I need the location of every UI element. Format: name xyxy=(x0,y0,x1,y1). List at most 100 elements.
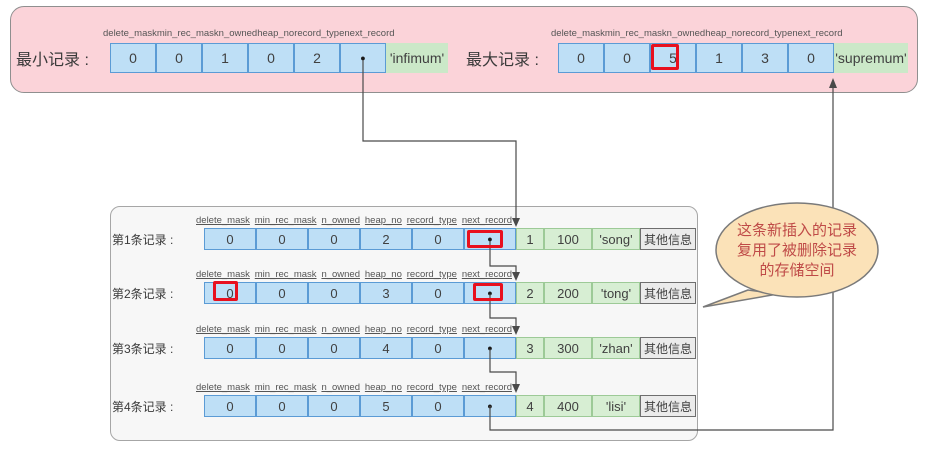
field-header: n_owned xyxy=(321,269,360,280)
record-cell: 0 xyxy=(308,228,360,250)
field-header: record_type xyxy=(406,215,457,226)
min-record-cell: 0 xyxy=(110,43,156,73)
field-header: delete_mask xyxy=(196,324,250,335)
record-2-label: 第2条记录 : xyxy=(112,286,174,301)
field-header: delete_mask xyxy=(196,382,250,393)
record-value-cell: 100 xyxy=(544,228,592,250)
record-other-info-cell: 其他信息 xyxy=(640,337,696,359)
record-cell: 0 xyxy=(308,337,360,359)
record-4-label: 第4条记录 : xyxy=(112,399,174,414)
record-cell: 0 xyxy=(256,282,308,304)
record-name-cell: 'lisi' xyxy=(592,395,640,417)
highlight-record1-next-record xyxy=(467,230,503,248)
bubble-line: 的存储空间 xyxy=(759,262,835,279)
record-name-cell: 'tong' xyxy=(592,282,640,304)
max-record-field-headers: delete_mask min_rec_mask n_owned heap_no… xyxy=(551,28,843,39)
highlight-record2-delete-mask xyxy=(213,281,238,301)
max-record-cell-n-owned: 5 xyxy=(650,43,696,73)
record-id-cell: 1 xyxy=(516,228,544,250)
highlight-supremum-n-owned xyxy=(651,44,679,70)
field-header: next_record xyxy=(461,324,512,335)
record-3-field-headers: delete_mask min_rec_mask n_owned heap_no… xyxy=(196,324,512,335)
speech-bubble-text: 这条新插入的记录 复用了被删除记录 的存储空间 xyxy=(712,221,882,281)
record-next-pointer-dot: ● xyxy=(464,337,516,359)
record-cell: 5 xyxy=(360,395,412,417)
max-record-cell: 0 xyxy=(604,43,650,73)
record-3-label: 第3条记录 : xyxy=(112,341,174,356)
max-record-cell: 3 xyxy=(742,43,788,73)
record-other-info-cell: 其他信息 xyxy=(640,395,696,417)
field-header: n_owned xyxy=(321,382,360,393)
field-header: heap_no xyxy=(705,28,743,39)
record-cell: 0 xyxy=(204,395,256,417)
record-value-cell: 200 xyxy=(544,282,592,304)
field-header: heap_no xyxy=(364,382,402,393)
min-record-field-headers: delete_mask min_rec_mask n_owned heap_no… xyxy=(103,28,395,39)
field-header: next_record xyxy=(461,269,512,280)
highlight-record2-next-record xyxy=(473,283,503,301)
record-cell: 0 xyxy=(204,337,256,359)
field-header: min_rec_mask xyxy=(156,28,219,39)
record-next-pointer-dot: ● xyxy=(464,395,516,417)
field-header: min_rec_mask xyxy=(254,324,317,335)
record-cell: 0 xyxy=(256,228,308,250)
field-header: delete_mask xyxy=(196,215,250,226)
max-record-cell: 0 xyxy=(558,43,604,73)
record-cell: 0 xyxy=(412,337,464,359)
supremum-cell: 'supremum' xyxy=(834,43,908,73)
infimum-cell: 'infimum' xyxy=(386,43,448,73)
min-record-cell: 1 xyxy=(202,43,248,73)
record-cell: 0 xyxy=(308,395,360,417)
min-record-cell: 2 xyxy=(294,43,340,73)
field-header: min_rec_mask xyxy=(254,269,317,280)
record-2-field-headers: delete_mask min_rec_mask n_owned heap_no… xyxy=(196,269,512,280)
field-header: heap_no xyxy=(364,324,402,335)
max-record-cell: 0 xyxy=(788,43,834,73)
field-header: n_owned xyxy=(666,28,706,39)
record-other-info-cell: 其他信息 xyxy=(640,228,696,250)
min-record-next-pointer-dot: ● xyxy=(340,43,386,73)
field-header: heap_no xyxy=(257,28,295,39)
field-header: next_record xyxy=(792,28,843,39)
field-header: delete_mask xyxy=(103,28,157,39)
record-cell: 0 xyxy=(412,228,464,250)
field-header: next_record xyxy=(461,215,512,226)
record-4-field-headers: delete_mask min_rec_mask n_owned heap_no… xyxy=(196,382,512,393)
field-header: delete_mask xyxy=(551,28,605,39)
speech-bubble-tail xyxy=(702,289,779,308)
field-header: min_rec_mask xyxy=(604,28,667,39)
field-header: n_owned xyxy=(218,28,258,39)
record-cell: 0 xyxy=(308,282,360,304)
bubble-line: 复用了被删除记录 xyxy=(736,242,857,259)
record-cell: 0 xyxy=(256,337,308,359)
field-header: min_rec_mask xyxy=(254,382,317,393)
field-header: record_type xyxy=(406,269,457,280)
field-header: n_owned xyxy=(321,215,360,226)
bubble-line: 这条新插入的记录 xyxy=(736,222,857,239)
field-header: record_type xyxy=(294,28,345,39)
record-other-info-cell: 其他信息 xyxy=(640,282,696,304)
field-header: min_rec_mask xyxy=(254,215,317,226)
record-cell: 3 xyxy=(360,282,412,304)
field-header: heap_no xyxy=(364,269,402,280)
field-header: next_record xyxy=(344,28,395,39)
record-cell: 4 xyxy=(360,337,412,359)
record-cell: 0 xyxy=(412,282,464,304)
field-header: record_type xyxy=(742,28,793,39)
max-record-cell: 1 xyxy=(696,43,742,73)
record-cell: 0 xyxy=(204,228,256,250)
min-record-cell: 0 xyxy=(248,43,294,73)
record-1-label: 第1条记录 : xyxy=(112,232,174,247)
record-1-field-headers: delete_mask min_rec_mask n_owned heap_no… xyxy=(196,215,512,226)
record-value-cell: 300 xyxy=(544,337,592,359)
field-header: heap_no xyxy=(364,215,402,226)
record-cell: 0 xyxy=(256,395,308,417)
min-record-label: 最小记录 : xyxy=(16,52,89,69)
record-name-cell: 'zhan' xyxy=(592,337,640,359)
field-header: next_record xyxy=(461,382,512,393)
min-record-cell: 0 xyxy=(156,43,202,73)
record-id-cell: 3 xyxy=(516,337,544,359)
max-record-label: 最大记录 : xyxy=(466,52,539,69)
field-header: delete_mask xyxy=(196,269,250,280)
record-cell: 2 xyxy=(360,228,412,250)
